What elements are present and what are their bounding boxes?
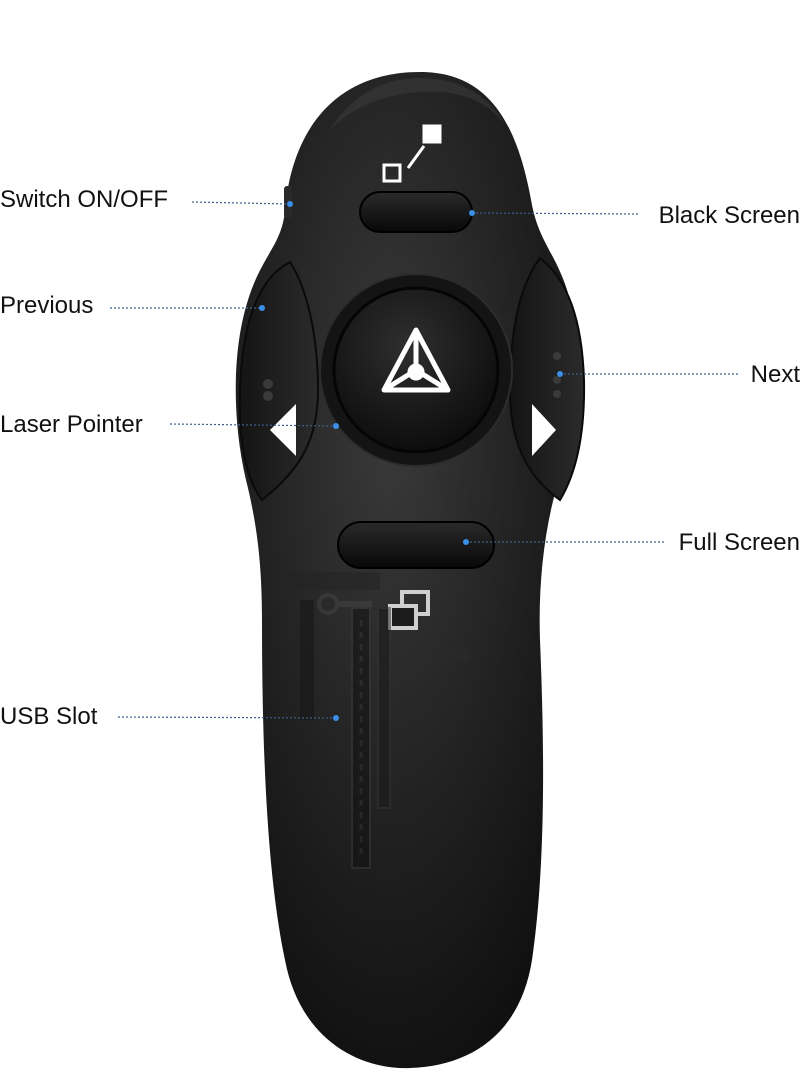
indicator-dot xyxy=(263,391,273,401)
indicator-dot xyxy=(553,352,561,360)
label-usb-slot: USB Slot xyxy=(0,703,98,730)
label-full-screen: Full Screen xyxy=(678,529,800,556)
indicator-dot xyxy=(263,379,273,389)
top-highlight xyxy=(330,78,505,130)
square-slash-icon xyxy=(382,124,442,183)
indicator-dot xyxy=(553,390,561,398)
triangle-left-icon xyxy=(270,404,296,456)
label-black-screen: Black Screen xyxy=(658,202,800,229)
overlapping-squares-icon xyxy=(388,590,430,630)
label-previous: Previous xyxy=(0,292,94,319)
laser-triangle-icon xyxy=(381,327,451,393)
usb-slot xyxy=(288,572,470,869)
label-next: Next xyxy=(750,361,800,388)
label-switch-on-off: Switch ON/OFF xyxy=(0,186,169,213)
leader-dots xyxy=(259,201,563,721)
full-screen-button[interactable] xyxy=(337,521,495,569)
black-screen-button[interactable] xyxy=(359,191,473,233)
triangle-right-icon xyxy=(532,404,556,456)
label-laser-pointer: Laser Pointer xyxy=(0,411,143,438)
indicator-dot xyxy=(553,376,561,384)
left-grip xyxy=(238,260,320,502)
right-grip xyxy=(508,256,586,502)
leader-lines xyxy=(110,201,738,719)
